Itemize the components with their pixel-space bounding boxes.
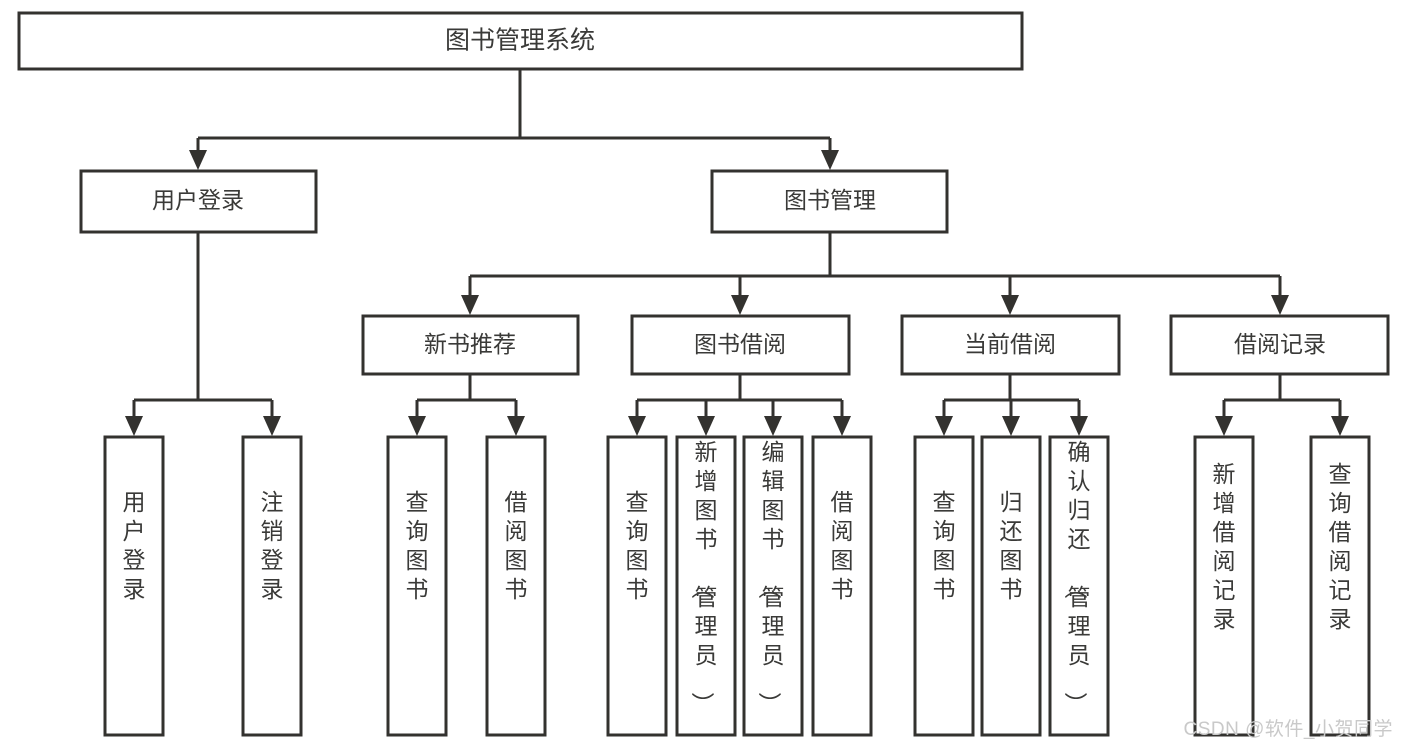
node-root-label: 图书管理系统 bbox=[445, 27, 595, 55]
node-book-borrow-label: 图书借阅 bbox=[694, 331, 786, 357]
leaf-borrow-book-1-box[interactable] bbox=[485, 435, 547, 737]
leaf-confirm-return[interactable]: 确认归还（管理员） bbox=[1048, 435, 1110, 737]
leaf-user-login-label: 用户登录 bbox=[123, 489, 146, 602]
node-new-book-recommend[interactable]: 新书推荐 bbox=[361, 314, 580, 376]
arrow-head-borrow-record bbox=[1271, 295, 1289, 315]
leaf-edit-book-box[interactable] bbox=[742, 435, 804, 737]
csdn-watermark: CSDN @软件_小贺同学 bbox=[1183, 719, 1393, 740]
leaf-return-book-label: 归还图书 bbox=[1000, 489, 1023, 602]
leaf-add-book[interactable]: 新增图书（管理员） bbox=[675, 435, 737, 737]
leaf-query-book-3[interactable]: 查询图书 bbox=[913, 435, 975, 737]
arrow-head-leaf-query-record bbox=[1331, 416, 1349, 436]
leaf-user-logout-box[interactable] bbox=[241, 435, 303, 737]
arrow-head-leaf-borrow-book-1 bbox=[507, 416, 525, 436]
arrow-head-book-borrow bbox=[731, 295, 749, 315]
leaf-confirm-return-label: 确认归还（管理员） bbox=[1063, 439, 1091, 715]
arrow-head-leaf-borrow-book-2 bbox=[833, 416, 851, 436]
leaf-edit-book[interactable]: 编辑图书（管理员） bbox=[742, 435, 804, 737]
leaf-query-record-label: 查询借阅记录 bbox=[1329, 461, 1352, 632]
arrow-head-leaf-return-book bbox=[1002, 416, 1020, 436]
leaf-user-login[interactable]: 用户登录 bbox=[103, 435, 165, 737]
connector-group-root bbox=[189, 69, 839, 170]
connector-group-user-login bbox=[125, 233, 281, 436]
leaf-add-book-label: 新增图书（管理员） bbox=[690, 439, 718, 715]
arrow-head-leaf-query-book-2 bbox=[628, 416, 646, 436]
node-current-borrow[interactable]: 当前借阅 bbox=[900, 314, 1121, 376]
leaf-query-book-1[interactable]: 查询图书 bbox=[386, 435, 448, 737]
leaf-query-book-2-box[interactable] bbox=[606, 435, 668, 737]
node-book-management[interactable]: 图书管理 bbox=[710, 169, 949, 234]
node-book-management-box[interactable] bbox=[710, 169, 949, 234]
leaf-borrow-book-2[interactable]: 借阅图书 bbox=[811, 435, 873, 737]
arrow-head-leaf-query-book-3 bbox=[935, 416, 953, 436]
arrow-head-leaf-user-logout bbox=[263, 416, 281, 436]
node-new-book-recommend-label: 新书推荐 bbox=[424, 331, 516, 357]
leaf-borrow-book-1[interactable]: 借阅图书 bbox=[485, 435, 547, 737]
leaf-add-record-box[interactable] bbox=[1193, 435, 1255, 737]
node-borrow-record-label: 借阅记录 bbox=[1234, 331, 1326, 357]
leaf-query-record-box[interactable] bbox=[1309, 435, 1371, 737]
node-borrow-record-box[interactable] bbox=[1169, 314, 1390, 376]
connector-group-current-borrow bbox=[935, 375, 1088, 436]
arrow-head-current-borrow bbox=[1001, 295, 1019, 315]
leaf-query-book-1-label: 查询图书 bbox=[406, 489, 429, 602]
leaf-query-book-2[interactable]: 查询图书 bbox=[606, 435, 668, 737]
leaf-borrow-book-2-label: 借阅图书 bbox=[831, 489, 854, 602]
leaf-query-book-2-label: 查询图书 bbox=[626, 489, 649, 602]
node-book-borrow[interactable]: 图书借阅 bbox=[630, 314, 851, 376]
leaf-add-record[interactable]: 新增借阅记录 bbox=[1193, 435, 1255, 737]
leaf-user-logout[interactable]: 注销登录 bbox=[241, 435, 303, 737]
node-new-book-recommend-box[interactable] bbox=[361, 314, 580, 376]
leaf-borrow-book-2-box[interactable] bbox=[811, 435, 873, 737]
leaf-query-record[interactable]: 查询借阅记录 bbox=[1309, 435, 1371, 737]
leaf-edit-book-label: 编辑图书（管理员） bbox=[757, 439, 785, 715]
leaf-borrow-book-1-label: 借阅图书 bbox=[505, 489, 528, 602]
node-borrow-record[interactable]: 借阅记录 bbox=[1169, 314, 1390, 376]
arrow-head-leaf-user-login bbox=[125, 416, 143, 436]
node-root[interactable]: 图书管理系统 bbox=[17, 11, 1024, 71]
arrow-head-book-management bbox=[821, 150, 839, 170]
connector-group-new-book-recommend bbox=[408, 375, 525, 436]
node-current-borrow-label: 当前借阅 bbox=[964, 331, 1056, 357]
arrow-head-leaf-add-record bbox=[1215, 416, 1233, 436]
arrow-head-new-book-recommend bbox=[461, 295, 479, 315]
node-book-borrow-box[interactable] bbox=[630, 314, 851, 376]
connector-group-borrow-record bbox=[1215, 375, 1349, 436]
leaf-query-book-3-label: 查询图书 bbox=[933, 489, 956, 602]
node-user-login-label: 用户登录 bbox=[152, 187, 244, 213]
leaf-add-record-label: 新增借阅记录 bbox=[1213, 461, 1236, 632]
arrow-head-leaf-edit-book bbox=[764, 416, 782, 436]
node-user-login-box[interactable] bbox=[79, 169, 318, 234]
node-root-box[interactable] bbox=[17, 11, 1024, 71]
node-current-borrow-box[interactable] bbox=[900, 314, 1121, 376]
arrow-head-leaf-confirm-return bbox=[1070, 416, 1088, 436]
leaf-confirm-return-box[interactable] bbox=[1048, 435, 1110, 737]
leaf-return-book-box[interactable] bbox=[980, 435, 1042, 737]
connector-group-book-management bbox=[461, 233, 1289, 315]
leaf-user-login-box[interactable] bbox=[103, 435, 165, 737]
node-book-management-label: 图书管理 bbox=[784, 187, 876, 213]
arrow-head-leaf-add-book bbox=[697, 416, 715, 436]
connector-group-book-borrow bbox=[628, 375, 851, 436]
leaf-user-logout-label: 注销登录 bbox=[261, 489, 284, 602]
node-user-login[interactable]: 用户登录 bbox=[79, 169, 318, 234]
leaf-query-book-1-box[interactable] bbox=[386, 435, 448, 737]
arrow-head-user-login bbox=[189, 150, 207, 170]
leaf-return-book[interactable]: 归还图书 bbox=[980, 435, 1042, 737]
arrow-head-leaf-query-book-1 bbox=[408, 416, 426, 436]
leaf-add-book-box[interactable] bbox=[675, 435, 737, 737]
leaf-query-book-3-box[interactable] bbox=[913, 435, 975, 737]
